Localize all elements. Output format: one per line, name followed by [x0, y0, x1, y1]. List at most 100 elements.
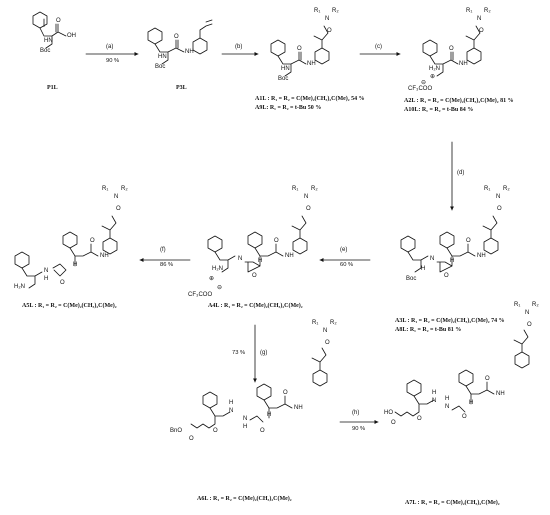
atom-nh: NH [307, 61, 316, 67]
atom-o: O [297, 46, 302, 52]
atom-o: O [485, 376, 490, 382]
step-a-label: (a) [106, 44, 114, 50]
atom-boc: Boc [406, 276, 417, 282]
atom-r1: R₁ [102, 186, 109, 192]
structure-a3l [400, 215, 499, 273]
atom-h: H [258, 258, 263, 264]
atom-o: O [497, 206, 502, 212]
atom-o: O [274, 238, 279, 244]
atom-nh: NH [294, 405, 303, 411]
atom-o: O [327, 28, 332, 34]
structure-a6l [190, 347, 328, 429]
atom-o: O [479, 28, 484, 34]
atom-o: O [466, 238, 471, 244]
atom-h2n: H₂N [429, 66, 440, 72]
atom-boc: Boc [155, 64, 166, 70]
structure-a7l [394, 329, 530, 417]
atom-o: O [116, 206, 121, 212]
atom-h2n: H₂N [212, 266, 223, 272]
atom-boc: Boc [40, 48, 51, 54]
atom-n: N [496, 194, 501, 200]
atom-plus: ⊕ [430, 74, 436, 80]
atom-nh: NH [100, 253, 109, 259]
atom-bno: BnO [170, 428, 183, 434]
atom-o: O [260, 428, 265, 434]
compound-p3l-label: P3L [176, 85, 187, 91]
atom-o: O [417, 416, 422, 422]
atom-hn: HN [281, 66, 290, 72]
atom-o: O [527, 322, 532, 328]
atom-r2: R₂ [311, 186, 318, 192]
atom-h: H [73, 262, 78, 268]
atom-cf3coo: CF₃COO [408, 86, 433, 92]
atom-nh: NH [477, 253, 486, 259]
atom-plus: ⊕ [209, 276, 215, 282]
atom-o: O [213, 428, 218, 434]
atom-r1: R₁ [312, 320, 319, 326]
compound-a5l-label: A5L : R₁ = R₂ = C(Me)₂(CH₃)₂C(Me)₂ [22, 303, 117, 309]
atom-n: N [325, 16, 330, 22]
atom-oh: OH [67, 33, 76, 39]
structure-p3l [147, 19, 213, 65]
atom-boc: Boc [278, 76, 289, 82]
atom-n: N [114, 194, 119, 200]
atom-h: H [445, 396, 450, 402]
atom-n: N [477, 16, 482, 22]
compound-a2l-label: A2L : R₁ = R₂ = C(Me)₂(CH₃)₂C(Me)₂ 81 % [404, 98, 514, 104]
atom-r1: R₁ [292, 186, 299, 192]
compound-a6l-label: A6L : R₁ = R₂ = C(Me)₂(CH₃)₂C(Me)₂ [197, 496, 292, 502]
compound-a10l-label: A10L: R₁ = R₂ = t-Bu 84 % [404, 107, 474, 113]
atom-n: N [238, 256, 243, 262]
atom-n: N [525, 310, 530, 316]
atom-n: N [229, 408, 234, 414]
step-g-label: (g) [260, 350, 268, 356]
atom-o: O [252, 273, 257, 279]
structure-a1l [270, 25, 330, 77]
atom-r2: R₂ [503, 186, 510, 192]
step-g-yield: 73 % [232, 350, 246, 356]
atom-h: H [450, 258, 455, 264]
atom-r1: R₁ [514, 302, 521, 308]
atom-r2: R₂ [121, 186, 128, 192]
step-h-yield: 90 % [352, 426, 366, 432]
step-d-label: (d) [457, 170, 465, 176]
atom-o: O [391, 420, 396, 426]
atom-o: O [90, 238, 95, 244]
atom-n: N [323, 328, 328, 334]
step-h-label: (h) [352, 410, 360, 416]
compound-p1l-label: P1L [47, 85, 58, 91]
structure-a5l [14, 215, 118, 289]
atom-nh: NH [185, 49, 194, 55]
structure-a2l [422, 25, 482, 77]
atom-o: O [56, 18, 61, 24]
atom-n: N [304, 194, 309, 200]
atom-r1: R₁ [466, 8, 473, 14]
atom-hn: HN [44, 38, 53, 44]
atom-h: H [229, 400, 234, 406]
compound-a9l-label: A9L: R₁ = R₂ = t-Bu 50 % [255, 105, 322, 111]
atom-n: N [432, 398, 437, 404]
atom-hn: HN [158, 54, 167, 60]
atom-nh: NH [285, 253, 294, 259]
atom-o: O [189, 436, 194, 442]
atom-r2: R₂ [330, 320, 337, 326]
atom-nh: NH [496, 391, 505, 397]
atom-n: N [44, 268, 49, 274]
step-f-label: (f) [160, 247, 166, 253]
atom-r1: R₁ [484, 186, 491, 192]
structure-p1l [32, 11, 67, 49]
step-f-yield: 86 % [160, 262, 174, 268]
atom-minus: ⊖ [421, 80, 427, 86]
step-e-yield: 60 % [340, 262, 354, 268]
atom-nh: NH [459, 61, 468, 67]
compound-a1l-label: A1L : R₁ = R₂ = C(Me)₂(CH₃)₂C(Me)₂ 54 % [255, 96, 365, 102]
atom-h: H [267, 412, 272, 418]
compound-a8l-label: A8L: R₁ = R₂ = t-Bu 81 % [395, 327, 462, 333]
atom-h: H [44, 276, 49, 282]
atom-o: O [306, 206, 311, 212]
atom-h: H [421, 266, 426, 272]
step-a-yield: 90 % [106, 58, 120, 64]
step-c-label: (c) [375, 44, 382, 50]
atom-h: H [243, 424, 248, 430]
